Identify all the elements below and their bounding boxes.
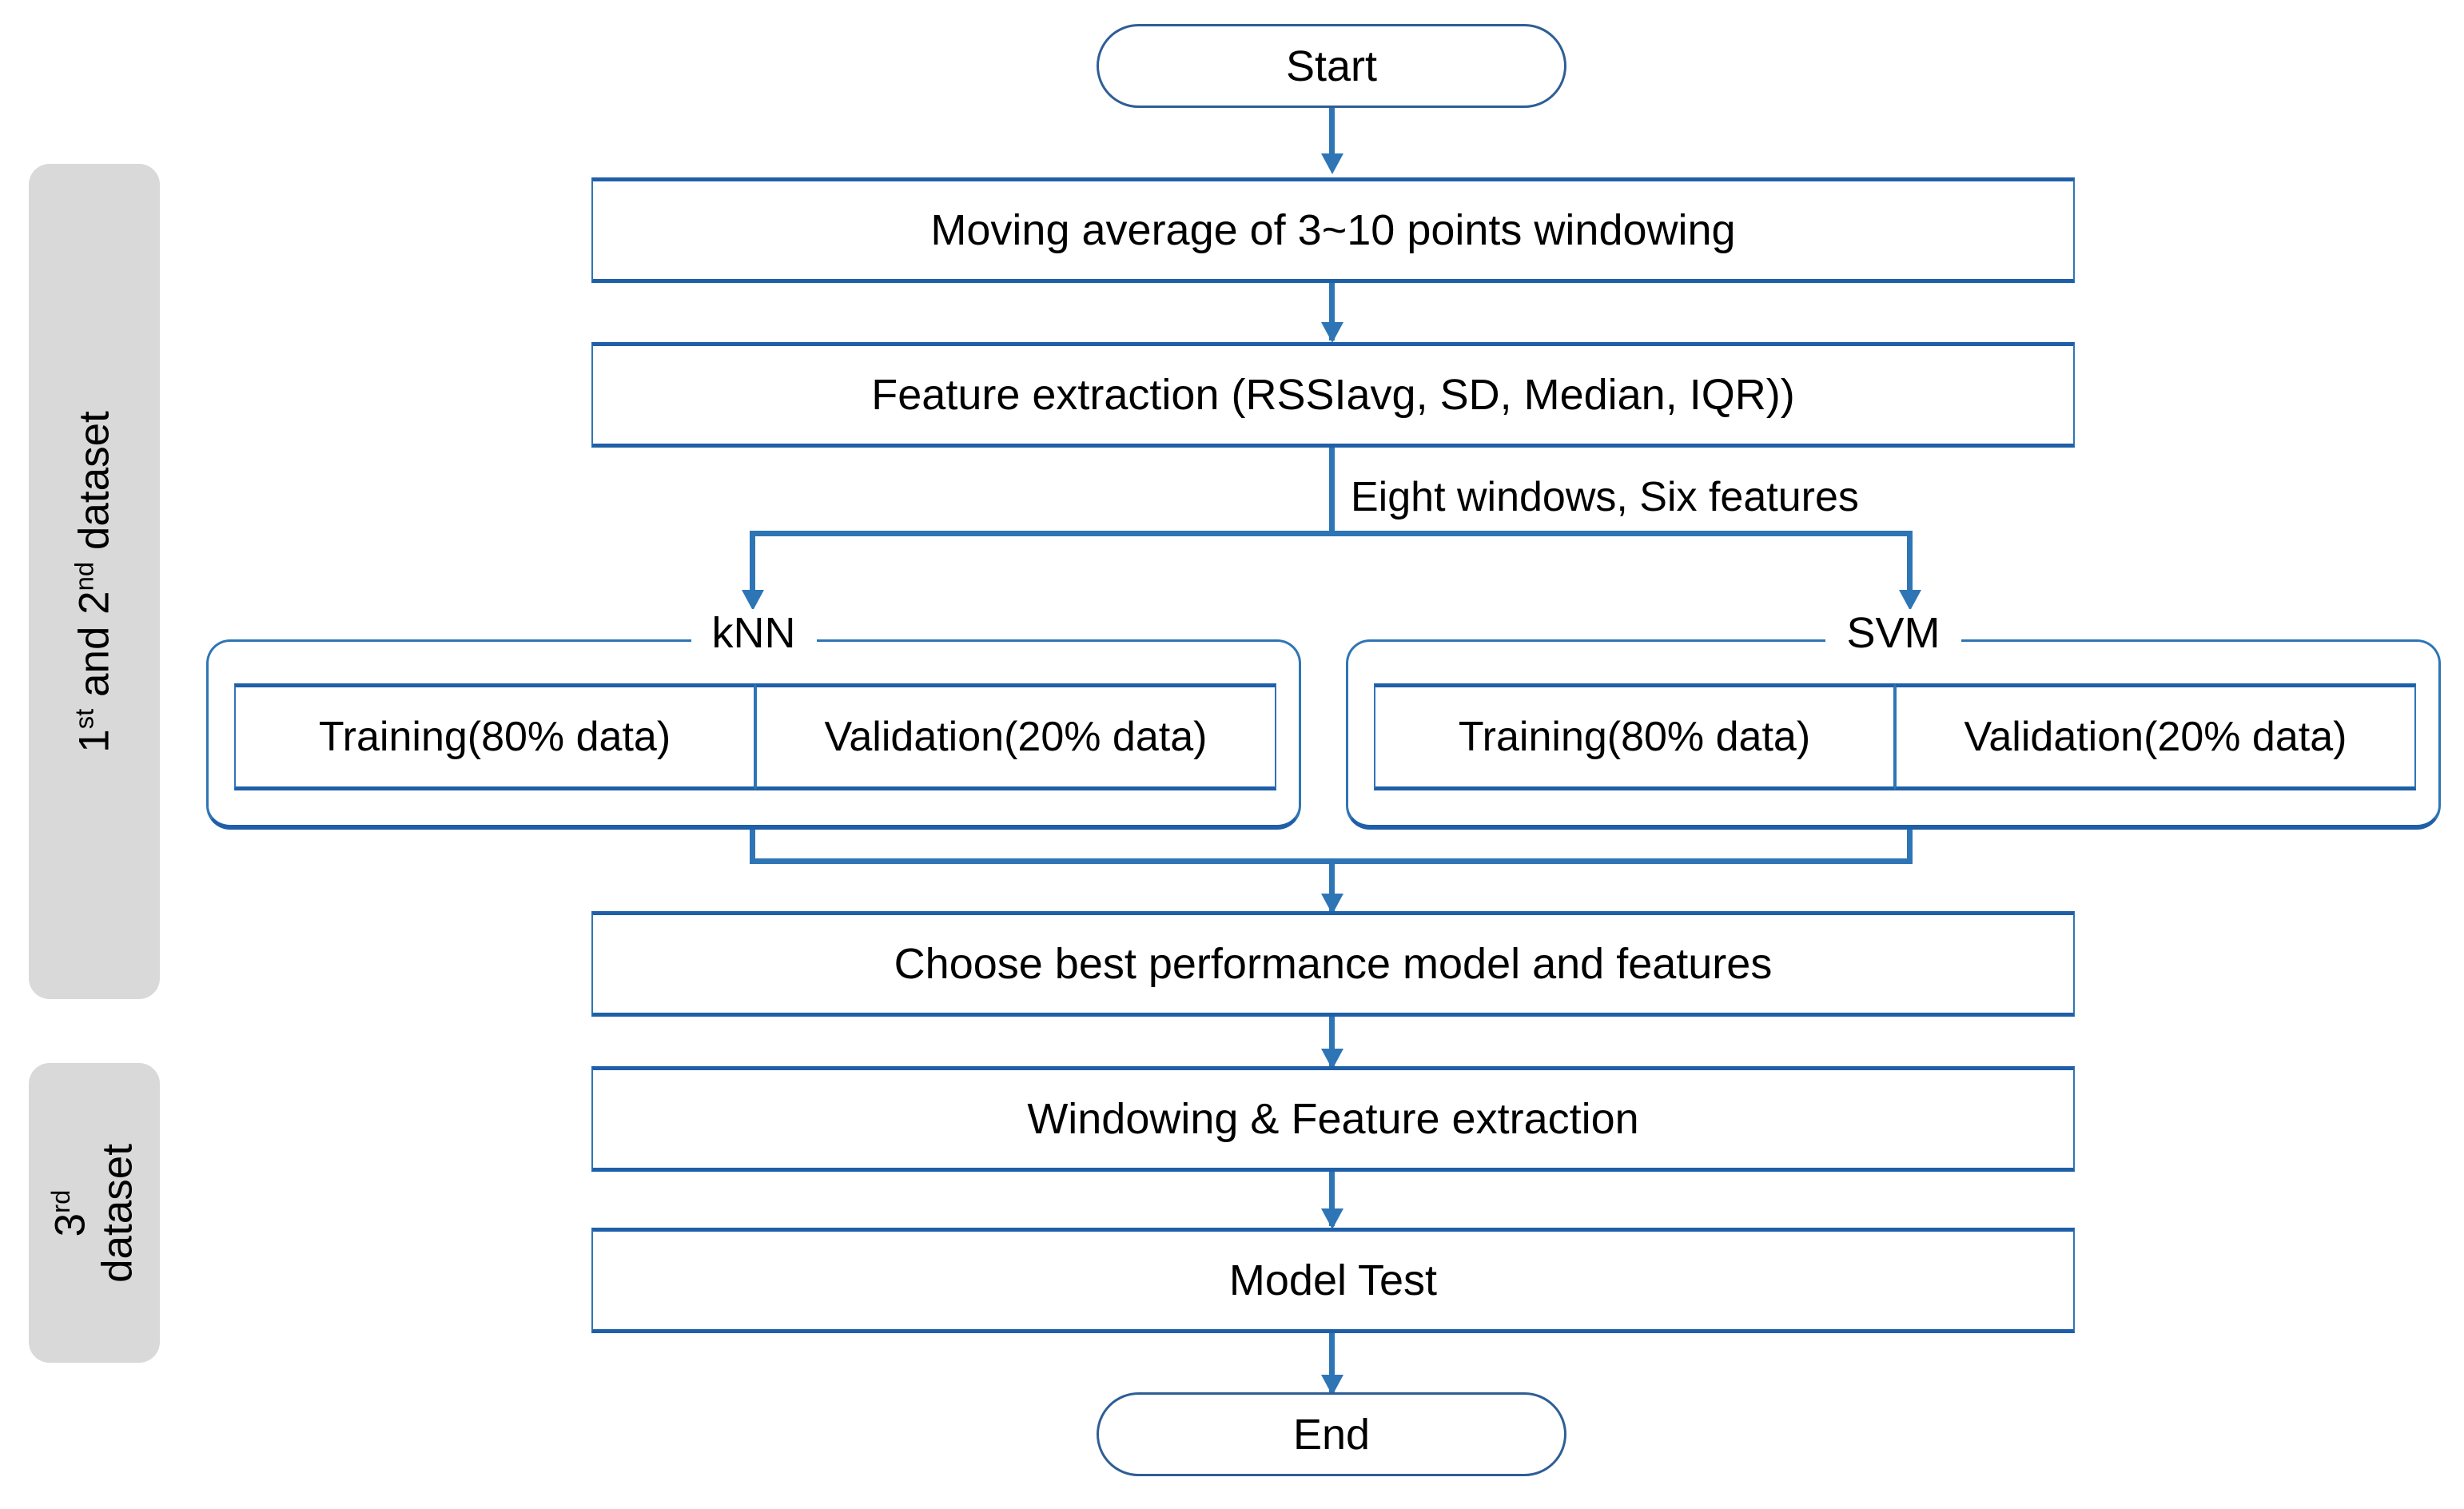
node-knn-training[interactable]: Training(80% data) — [234, 683, 755, 790]
arrowhead-windowing — [1321, 1049, 1343, 1069]
arrowhead-feature-extraction — [1321, 322, 1343, 343]
connector-moving-average-to-feature-extraction — [1329, 283, 1335, 340]
arrowhead-end — [1321, 1375, 1343, 1396]
connector-branch-right — [1907, 531, 1913, 598]
group-svm-legend-text: SVM — [1825, 609, 1961, 657]
node-svm-training-label: Training(80% data) — [1458, 714, 1811, 760]
arrowhead-choose-best — [1321, 894, 1343, 914]
connector-choose-to-windowing — [1329, 1017, 1335, 1066]
node-model-test-label: Model Test — [1228, 1256, 1438, 1304]
node-knn-training-label: Training(80% data) — [318, 714, 671, 760]
node-knn-validation[interactable]: Validation(20% data) — [755, 683, 1276, 790]
edge-label-branch: Eight windows, Six features — [1351, 474, 1859, 520]
node-windowing-feature-extraction[interactable]: Windowing & Feature extraction — [591, 1066, 2075, 1172]
node-svm-validation-label: Validation(20% data) — [1964, 714, 2347, 760]
band-1st-number: 1 — [70, 728, 118, 753]
connector-branch-left — [750, 531, 755, 598]
group-knn: kNN Training(80% data) Validation(20% da… — [206, 609, 1301, 830]
node-moving-average-label: Moving average of 3~10 points windowing — [930, 206, 1736, 254]
group-svm: SVM Training(80% data) Validation(20% da… — [1346, 609, 2441, 830]
connector-branch-stem — [1329, 448, 1335, 536]
band-1st-suffix: st — [69, 708, 99, 729]
arrowhead-knn — [742, 590, 764, 611]
band-third-dataset: 3rd dataset — [29, 1063, 160, 1363]
node-moving-average[interactable]: Moving average of 3~10 points windowing — [591, 177, 2075, 283]
group-knn-legend: kNN — [209, 608, 1299, 658]
node-model-test[interactable]: Model Test — [591, 1228, 2075, 1333]
connector-merge-left — [750, 830, 755, 863]
arrowhead-svm — [1899, 590, 1921, 611]
connector-start-to-moving-average — [1329, 108, 1335, 160]
band-3rd-number: 3 — [46, 1212, 94, 1236]
node-svm-validation[interactable]: Validation(20% data) — [1895, 683, 2416, 790]
node-feature-extraction[interactable]: Feature extraction (RSSIavg, SD, Median,… — [591, 342, 2075, 448]
node-choose-best-model[interactable]: Choose best performance model and featur… — [591, 911, 2075, 1017]
node-end-label: End — [1292, 1410, 1371, 1459]
connector-model-test-to-end — [1329, 1333, 1335, 1392]
connector-windowing-to-model-test — [1329, 1172, 1335, 1226]
node-start-label: Start — [1285, 42, 1378, 90]
node-start[interactable]: Start — [1097, 24, 1566, 108]
band-third-dataset-word: dataset — [94, 1143, 141, 1283]
arrowhead-moving-average — [1321, 153, 1343, 174]
connector-branch-bar — [750, 531, 1913, 536]
arrowhead-model-test — [1321, 1208, 1343, 1229]
band-3rd-suffix: rd — [45, 1189, 75, 1213]
band-first-second-dataset-label: 1st and 2nd dataset — [69, 410, 118, 753]
connector-merge-right — [1907, 830, 1913, 863]
node-choose-best-model-label: Choose best performance model and featur… — [894, 940, 1773, 988]
band-third-dataset-label: 3rd dataset — [45, 1143, 142, 1283]
connector-merge-stem — [1329, 858, 1335, 913]
group-knn-legend-text: kNN — [691, 609, 817, 657]
band-and-2: and 2 — [70, 590, 118, 709]
group-svm-legend: SVM — [1348, 608, 2438, 658]
band-first-second-dataset: 1st and 2nd dataset — [29, 164, 160, 999]
node-end[interactable]: End — [1097, 1392, 1566, 1476]
node-knn-validation-label: Validation(20% data) — [824, 714, 1208, 760]
node-svm-training[interactable]: Training(80% data) — [1374, 683, 1895, 790]
node-windowing-feature-extraction-label: Windowing & Feature extraction — [1027, 1095, 1639, 1143]
band-2nd-suffix: nd — [69, 561, 99, 591]
node-feature-extraction-label: Feature extraction (RSSIavg, SD, Median,… — [871, 371, 1795, 419]
band-dataset-word: dataset — [70, 410, 118, 562]
